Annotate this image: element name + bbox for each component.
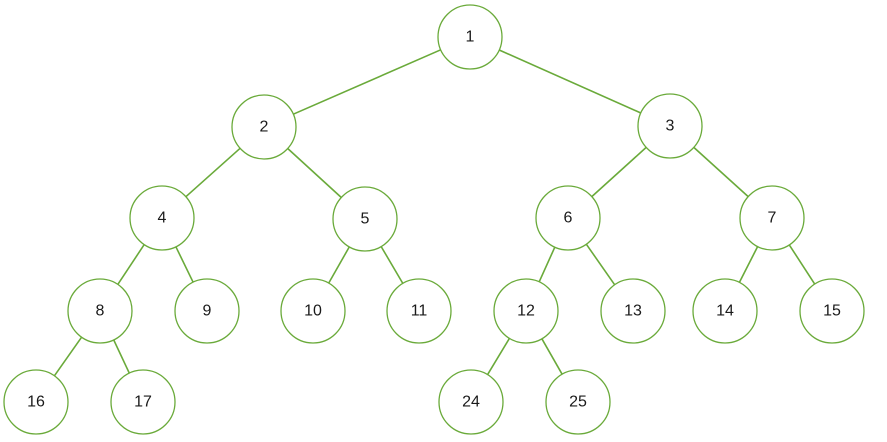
edge-5-10 [328, 246, 350, 284]
tree-node-7: 7 [739, 185, 805, 251]
edge-4-8 [117, 244, 145, 285]
tree-node-11: 11 [386, 278, 452, 344]
node-label: 10 [304, 303, 322, 320]
node-circle [493, 278, 559, 344]
node-label: 7 [768, 210, 777, 227]
edge-12-25 [541, 338, 563, 375]
node-label: 4 [158, 210, 167, 227]
tree-edges [53, 49, 816, 377]
edge-2-4 [185, 147, 241, 198]
edge-2-5 [287, 147, 342, 199]
node-label: 5 [361, 211, 370, 228]
tree-node-15: 15 [799, 278, 865, 344]
edge-7-15 [788, 244, 816, 285]
node-label: 24 [462, 394, 480, 411]
tree-node-16: 16 [3, 369, 69, 435]
node-circle [437, 4, 503, 70]
node-label: 12 [517, 303, 535, 320]
node-circle [600, 278, 666, 344]
node-circle [129, 185, 195, 251]
node-circle [280, 278, 346, 344]
node-label: 8 [96, 303, 105, 320]
node-circle [545, 369, 611, 435]
edge-1-2 [292, 49, 442, 115]
edge-12-24 [486, 337, 511, 376]
node-label: 11 [411, 303, 428, 320]
node-circle [174, 278, 240, 344]
tree-node-2: 2 [231, 94, 297, 160]
node-label: 1 [466, 29, 475, 46]
edge-5-11 [380, 246, 404, 284]
tree-node-10: 10 [280, 278, 346, 344]
tree-node-17: 17 [110, 369, 176, 435]
node-circle [3, 369, 69, 435]
tree-node-25: 25 [545, 369, 611, 435]
edge-3-6 [591, 146, 647, 198]
node-label: 17 [134, 394, 152, 411]
edge-6-13 [585, 243, 616, 286]
edge-8-16 [53, 336, 83, 377]
tree-node-14: 14 [692, 278, 758, 344]
tree-node-5: 5 [332, 186, 398, 252]
node-label: 25 [569, 394, 587, 411]
node-label: 2 [260, 119, 269, 136]
tree-node-1: 1 [437, 4, 503, 70]
node-circle [231, 94, 297, 160]
node-label: 16 [27, 394, 45, 411]
edge-4-9 [175, 246, 194, 283]
edge-3-7 [693, 146, 749, 198]
node-circle [739, 185, 805, 251]
node-circle [692, 278, 758, 344]
node-circle [67, 278, 133, 344]
tree-node-3: 3 [637, 93, 703, 159]
node-circle [332, 186, 398, 252]
node-label: 14 [716, 303, 734, 320]
tree-node-9: 9 [174, 278, 240, 344]
node-circle [799, 278, 865, 344]
edge-8-17 [112, 339, 131, 374]
node-label: 13 [624, 303, 642, 320]
node-circle [386, 278, 452, 344]
tree-node-24: 24 [438, 369, 504, 435]
node-label: 15 [823, 303, 841, 320]
node-circle [637, 93, 703, 159]
tree-node-13: 13 [600, 278, 666, 344]
node-circle [535, 185, 601, 251]
edge-7-14 [738, 246, 759, 283]
node-circle [110, 369, 176, 435]
node-circle [438, 369, 504, 435]
node-label: 6 [564, 210, 573, 227]
node-label: 9 [203, 303, 212, 320]
tree-node-6: 6 [535, 185, 601, 251]
node-label: 3 [666, 118, 675, 135]
tree-node-4: 4 [129, 185, 195, 251]
tree-node-8: 8 [67, 278, 133, 344]
edge-1-3 [498, 49, 642, 114]
tree-node-12: 12 [493, 278, 559, 344]
edge-6-12 [538, 246, 556, 283]
